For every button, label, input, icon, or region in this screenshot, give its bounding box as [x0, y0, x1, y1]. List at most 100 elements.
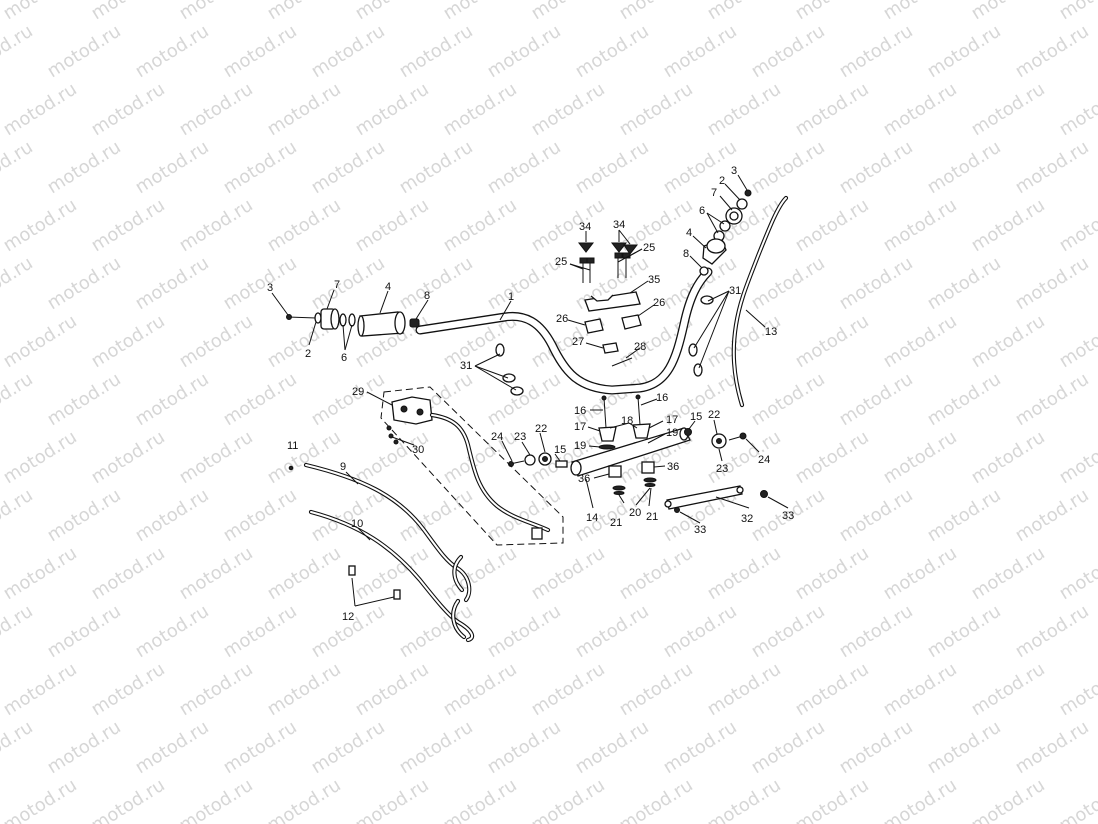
washer [643, 477, 657, 483]
watermark-text: motod.ru [572, 601, 653, 663]
watermark-text: motod.ru [132, 717, 213, 779]
watermark-text: motod.ru [264, 659, 345, 721]
watermark-text: motod.ru [176, 543, 257, 605]
watermark-text: motod.ru [968, 659, 1049, 721]
watermark-text: motod.ru [836, 137, 917, 199]
callout-8-left: 8 [424, 290, 430, 302]
collar-left [409, 318, 420, 328]
callout-labels: 1 3 2 7 6 4 8 31 3 2 7 6 4 8 31 13 34 34… [267, 165, 794, 623]
watermark-text: motod.ru [440, 775, 521, 824]
clip [495, 343, 505, 357]
callout-22-left: 22 [535, 423, 547, 435]
clamp-half-right [621, 314, 642, 330]
watermark-text: motod.ru [396, 137, 477, 199]
watermark-text: motod.ru [880, 79, 961, 141]
watermark-text: motod.ru [0, 311, 81, 373]
upper-clamp-assembly [577, 242, 642, 367]
watermark-text: motod.ru [484, 717, 565, 779]
watermark-text: motod.ru [1012, 485, 1093, 547]
callout-6-right: 6 [699, 205, 705, 217]
nut-right [684, 428, 692, 436]
callout-17-left: 17 [574, 421, 586, 433]
watermark-text: motod.ru [88, 775, 169, 824]
watermark-text: motod.ru [176, 311, 257, 373]
screw [393, 439, 399, 445]
watermark-text: motod.ru [220, 485, 301, 547]
watermark-text: motod.ru [968, 427, 1049, 489]
watermark-text: motod.ru [0, 485, 37, 547]
screw [386, 425, 392, 431]
watermark-text: motod.ru [352, 659, 433, 721]
watermark-text: motod.ru [264, 427, 345, 489]
cable-clip [288, 465, 294, 471]
callout-28: 28 [634, 341, 646, 353]
watermark-text: motod.ru [792, 79, 873, 141]
watermark-text: motod.ru [572, 137, 653, 199]
watermark-text: motod.ru [484, 21, 565, 83]
cap-nut [610, 242, 628, 253]
callout-29: 29 [352, 386, 364, 398]
watermark-text: motod.ru [880, 775, 961, 824]
pin [611, 357, 633, 367]
watermark-text: motod.ru [924, 601, 1005, 663]
callout-23-left: 23 [514, 431, 526, 443]
bar-end-bolt-right [744, 189, 752, 197]
watermark-text: motod.ru [572, 717, 653, 779]
watermark-text: motod.ru [440, 659, 521, 721]
callout-30: 30 [412, 444, 424, 456]
watermark-text: motod.ru [440, 0, 521, 24]
watermark-text: motod.ru [1012, 21, 1093, 83]
watermark-text: motod.ru [1012, 717, 1093, 779]
watermark-text: motod.ru [968, 775, 1049, 824]
callout-10: 10 [351, 518, 363, 530]
watermark-text: motod.ru [748, 601, 829, 663]
callout-12: 12 [342, 611, 354, 623]
callout-9: 9 [340, 461, 346, 473]
callout-21-left: 21 [610, 517, 622, 529]
watermark-text: motod.ru [132, 369, 213, 431]
watermark-text: motod.ru [1056, 775, 1098, 824]
callout-3-right: 3 [731, 165, 737, 177]
cable-tie [393, 589, 401, 600]
right-bar-end-assembly [699, 189, 752, 276]
callout-23-right: 23 [716, 463, 728, 475]
watermark-text: motod.ru [220, 601, 301, 663]
callout-14: 14 [586, 512, 598, 524]
watermark-text: motod.ru [528, 0, 609, 24]
callout-25-right: 25 [643, 242, 655, 254]
watermark-text: motod.ru [0, 253, 37, 315]
callout-2-right: 2 [719, 175, 725, 187]
washer [612, 485, 626, 491]
callout-26-left: 26 [556, 313, 568, 325]
callout-35: 35 [648, 274, 660, 286]
watermark-text: motod.ru [308, 601, 389, 663]
watermark-text: motod.ru [0, 21, 37, 83]
watermark-text: motod.ru [484, 253, 565, 315]
watermark-text: motod.ru [264, 0, 345, 24]
watermark-text: motod.ru [748, 137, 829, 199]
watermark-text: motod.ru [792, 0, 873, 24]
riser-right [632, 423, 651, 439]
master-cylinder [391, 396, 433, 425]
callout-7-left: 7 [334, 279, 340, 291]
right-lever-hardware [684, 428, 747, 449]
callout-6-left: 6 [341, 352, 347, 364]
watermark-text: motod.ru [352, 0, 433, 24]
watermark-text: motod.ru [176, 775, 257, 824]
watermark-text: motod.ru [528, 79, 609, 141]
watermark-text: motod.ru [176, 195, 257, 257]
callout-19-left: 19 [574, 440, 586, 452]
watermark-text: motod.ru [308, 21, 389, 83]
callout-26-right: 26 [653, 297, 665, 309]
callout-32: 32 [741, 513, 753, 525]
callout-24-left: 24 [491, 431, 503, 443]
watermark-text: motod.ru [924, 717, 1005, 779]
watermark-text: motod.ru [704, 0, 785, 24]
watermark-text: motod.ru [132, 253, 213, 315]
spacer-left-b [348, 313, 356, 327]
watermark-text: motod.ru [396, 485, 477, 547]
watermark-text: motod.ru [792, 427, 873, 489]
watermark-text: motod.ru [748, 253, 829, 315]
clip [502, 373, 516, 383]
